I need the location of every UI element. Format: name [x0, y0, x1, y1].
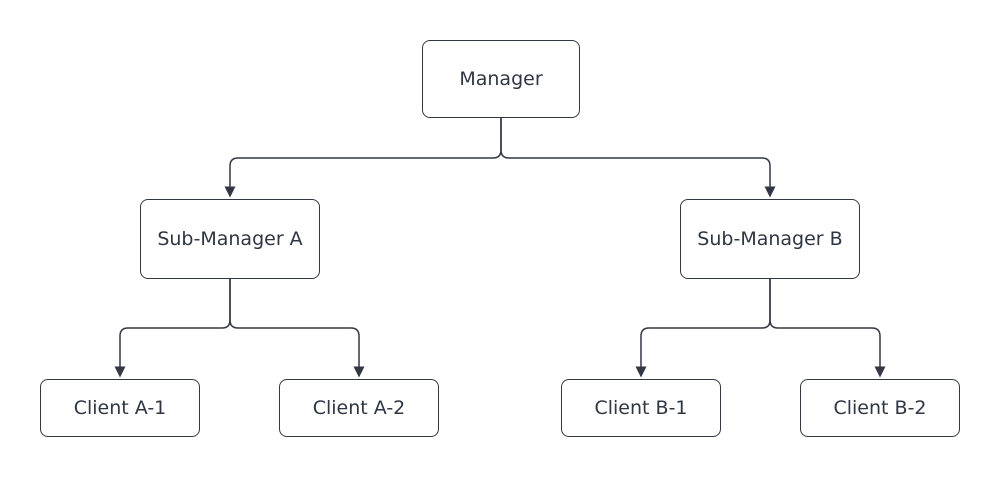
edge-sub-manager-a-to-client-a2 [229, 279, 365, 378]
edge-sub-manager-b-to-client-b2 [769, 279, 886, 378]
edge-manager-to-sub-manager-a [224, 118, 502, 198]
arrowhead-icon [874, 366, 886, 378]
arrowhead-icon [224, 186, 236, 198]
arrowhead-icon [353, 366, 365, 378]
edge-sub-manager-b-to-client-b1 [635, 279, 771, 378]
node-label: Sub-Manager A [157, 227, 303, 250]
arrowhead-icon [114, 366, 126, 378]
node-manager: Manager [422, 40, 580, 118]
node-client-b2: Client B-2 [800, 379, 960, 437]
node-label: Manager [459, 67, 543, 90]
node-label: Client B-2 [833, 396, 927, 419]
arrowhead-icon [635, 366, 647, 378]
node-label: Client A-1 [73, 396, 167, 419]
node-label: Client B-1 [594, 396, 688, 419]
node-sub-manager-a: Sub-Manager A [140, 199, 320, 279]
node-label: Sub-Manager B [697, 227, 843, 250]
node-sub-manager-b: Sub-Manager B [680, 199, 860, 279]
node-client-a1: Client A-1 [40, 379, 200, 437]
arrowhead-icon [764, 186, 776, 198]
node-label: Client A-2 [312, 396, 406, 419]
node-client-b1: Client B-1 [561, 379, 721, 437]
edge-manager-to-sub-manager-b [500, 118, 776, 198]
edge-sub-manager-a-to-client-a1 [114, 279, 231, 378]
node-client-a2: Client A-2 [279, 379, 439, 437]
